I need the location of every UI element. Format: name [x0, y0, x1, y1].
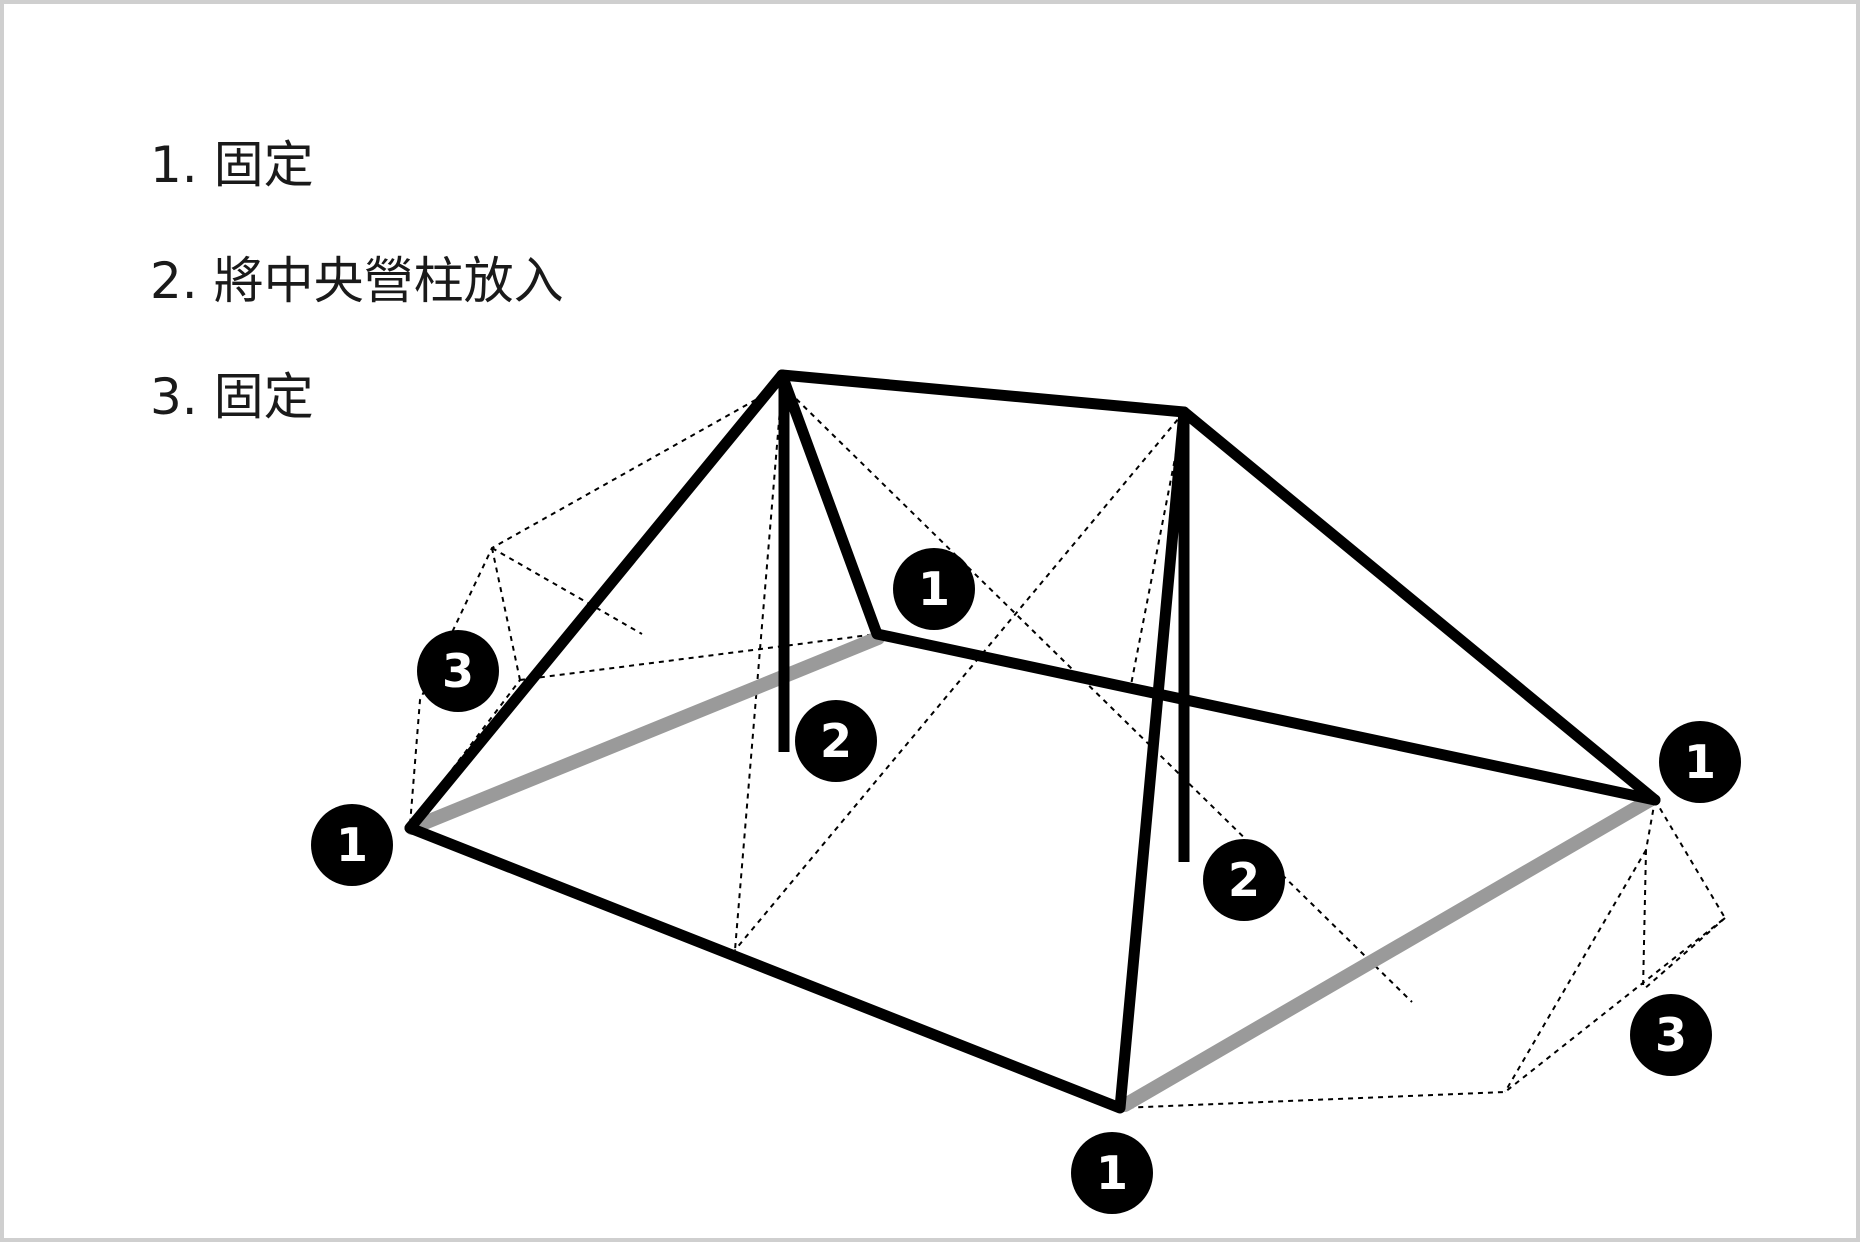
- step-1: 1. 固定: [150, 136, 314, 194]
- step-2: 2. 將中央營柱放入: [150, 252, 564, 310]
- badge-vestibule-right: 3: [1630, 994, 1712, 1076]
- svg-text:3: 3: [442, 644, 474, 698]
- ground-edges: [405, 631, 1657, 1112]
- step-list: 1. 固定 2. 將中央營柱放入 3. 固定: [150, 140, 564, 488]
- badge-fix-right: 1: [1659, 721, 1741, 803]
- center-poles: [778, 385, 1190, 862]
- svg-text:1: 1: [336, 818, 368, 872]
- badge-fix-bottom: 1: [1071, 1132, 1153, 1214]
- svg-text:1: 1: [918, 562, 950, 616]
- svg-text:3: 3: [1655, 1008, 1687, 1062]
- pole-frame: [404, 369, 1661, 1114]
- badge-vestibule-left: 3: [417, 630, 499, 712]
- dotted-fabric-lines: [409, 384, 1727, 1109]
- badge-pole-right: 2: [1203, 839, 1285, 921]
- step-3: 3. 固定: [150, 368, 314, 426]
- badge-fix-top: 1: [893, 548, 975, 630]
- svg-text:1: 1: [1096, 1146, 1128, 1200]
- badge-pole-left: 2: [795, 700, 877, 782]
- svg-text:2: 2: [1228, 853, 1260, 907]
- svg-text:2: 2: [820, 714, 852, 768]
- badge-fix-left: 1: [311, 804, 393, 886]
- svg-text:1: 1: [1684, 735, 1716, 789]
